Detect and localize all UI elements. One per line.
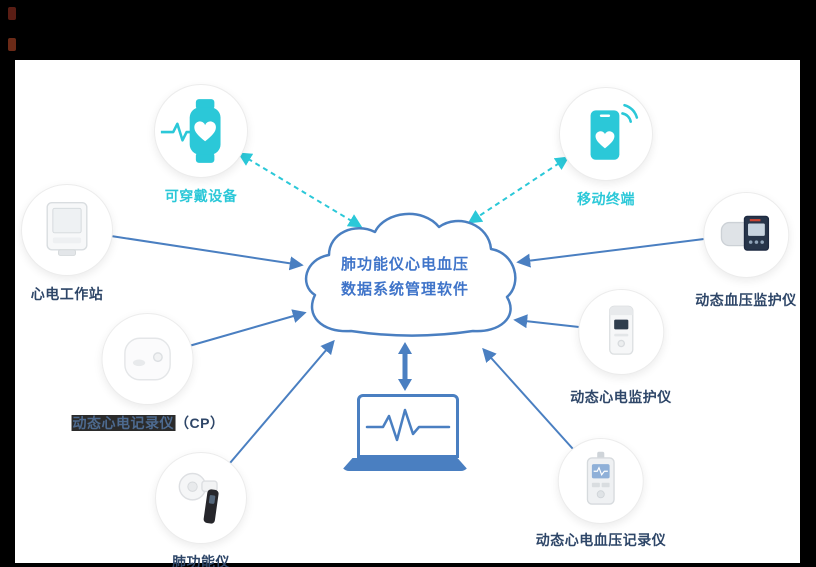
artifact-mark xyxy=(8,7,16,20)
ecg-workstation-image xyxy=(21,184,113,276)
bp-monitor-label: 动态血压监护仪 xyxy=(695,292,797,308)
mobile-device-image xyxy=(559,87,653,181)
device-node-wearable: 可穿戴设备 xyxy=(154,84,248,206)
device-node-ecg-bp-recorder: 动态心电血压记录仪 xyxy=(536,438,667,550)
device-node-mobile: 移动终端 xyxy=(559,87,653,209)
holter-cp-label-suffix: （CP） xyxy=(175,415,225,431)
device-node-holter-monitor: 动态心电监护仪 xyxy=(570,289,672,407)
cloud-title: 肺功能仪心电血压 数据系统管理软件 xyxy=(305,252,505,302)
holter-monitor-icon xyxy=(608,305,634,355)
device-node-spirometer: 肺功能仪 xyxy=(155,452,247,567)
ecg-bp-recorder-image xyxy=(558,438,644,524)
cloud-title-line2: 数据系统管理软件 xyxy=(340,281,469,298)
laptop-screen xyxy=(357,394,459,458)
spirometer-image xyxy=(155,452,247,544)
spirometer-icon xyxy=(178,472,219,524)
wearable-label: 可穿戴设备 xyxy=(164,188,238,204)
mobile-label: 移动终端 xyxy=(577,191,635,207)
ecg-workstation-label: 心电工作站 xyxy=(30,286,104,302)
bp-monitor-icon xyxy=(720,215,769,251)
ecg-workstation-icon xyxy=(46,201,88,256)
cloud-title-line1: 肺功能仪心电血压 xyxy=(340,256,469,273)
device-node-ecg-workstation: 心电工作站 xyxy=(21,184,113,304)
holter-monitor-image xyxy=(578,289,664,375)
laptop-base xyxy=(341,458,469,471)
smartphone-icon xyxy=(590,103,639,160)
cloud-shape xyxy=(304,212,517,337)
bp-monitor-image xyxy=(703,192,789,278)
smartwatch-icon xyxy=(160,99,221,163)
holter-recorder-icon xyxy=(124,337,172,381)
ecg-bp-recorder-icon xyxy=(587,451,615,505)
holter-cp-label: 动态心电记录仪（CP） xyxy=(71,413,225,433)
spirometer-label: 肺功能仪 xyxy=(172,554,230,567)
device-node-bp-monitor: 动态血压监护仪 xyxy=(695,192,797,310)
ecg-waveform-icon xyxy=(365,408,451,442)
device-node-holter-recorder-cp: 动态心电记录仪（CP） xyxy=(71,313,225,433)
holter-recorder-image xyxy=(101,313,194,405)
holter-monitor-label: 动态心电监护仪 xyxy=(570,389,672,405)
ecg-bp-recorder-label: 动态心电血压记录仪 xyxy=(535,532,667,548)
artifact-mark xyxy=(8,38,16,51)
wearable-device-image xyxy=(154,84,248,178)
holter-cp-label-highlight: 动态心电记录仪 xyxy=(71,415,176,431)
